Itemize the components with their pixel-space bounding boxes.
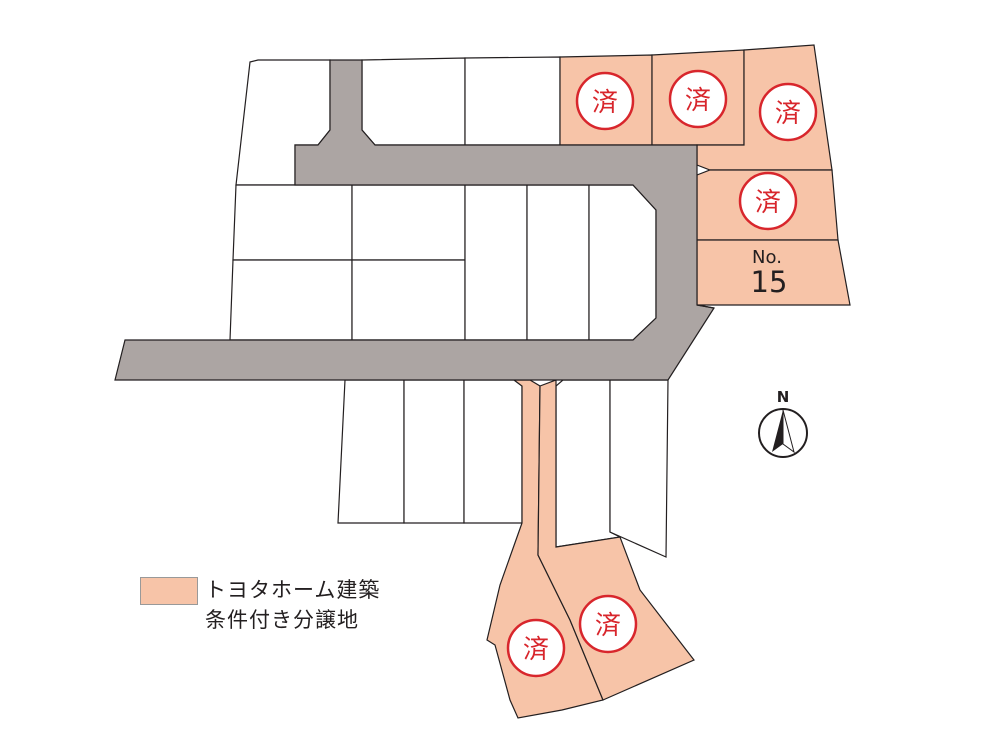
lot-upper-1[interactable] <box>361 57 466 146</box>
legend-text: トヨタホーム建築 条件付き分譲地 <box>205 575 465 635</box>
legend-line-2: 条件付き分譲地 <box>205 608 359 632</box>
sold-stamp-f: 済 <box>578 594 638 654</box>
sold-stamp-b: 済 <box>668 69 728 129</box>
svg-text:済: 済 <box>775 99 801 129</box>
svg-text:済: 済 <box>595 611 621 641</box>
svg-text:済: 済 <box>592 88 618 118</box>
lot-south-5[interactable] <box>609 379 669 558</box>
compass-label: N <box>777 388 790 406</box>
sold-stamp-a: 済 <box>575 71 635 131</box>
lot-inner-4[interactable] <box>526 184 590 341</box>
svg-text:済: 済 <box>755 188 781 218</box>
legend-swatch-sold <box>140 577 198 605</box>
lot-south-3[interactable] <box>463 379 523 524</box>
legend-line-1: トヨタホーム建築 <box>205 578 381 602</box>
lot-south-1[interactable] <box>337 379 405 524</box>
lot-inner-5[interactable] <box>588 184 657 341</box>
lot-upper-2[interactable] <box>464 56 561 146</box>
lot-inner-2-bottom[interactable] <box>351 259 466 341</box>
lot-number-prefix: No. <box>752 247 782 268</box>
sold-stamp-c: 済 <box>758 82 818 142</box>
lot-inner-left-top[interactable] <box>232 184 353 261</box>
lot-inner-left-bottom[interactable] <box>229 259 353 341</box>
svg-text:済: 済 <box>685 86 711 116</box>
lot-inner-3[interactable] <box>464 184 528 341</box>
lot-south-2[interactable] <box>403 379 465 524</box>
svg-text:済: 済 <box>523 635 549 665</box>
lot-number-value: 15 <box>751 265 788 299</box>
lot-sold-f[interactable] <box>537 379 695 701</box>
sold-stamp-d: 済 <box>738 171 798 231</box>
lot-inner-2-top[interactable] <box>351 184 466 261</box>
north-compass-icon: N <box>758 388 808 458</box>
road-network <box>114 59 715 381</box>
sold-stamp-e: 済 <box>506 618 566 678</box>
